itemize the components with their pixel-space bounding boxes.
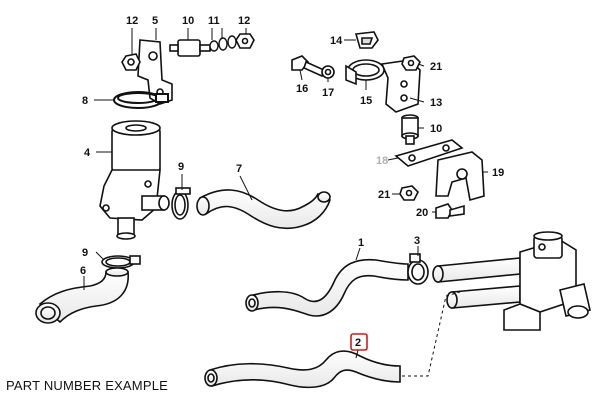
nut-part-21-lower [399,185,419,201]
label-part-20: 20 [416,207,428,219]
valve-part-10-top [169,39,211,57]
label-part-12-right: 12 [238,15,250,27]
clamp-part-9-upper [171,187,191,220]
label-part-16: 16 [296,83,308,95]
pump-part-4 [99,120,170,240]
nut-part-21-upper [401,55,421,71]
clamp-part-8 [113,91,169,109]
bracket-part-15 [345,59,421,113]
water-valve-assembly [503,231,591,331]
dashed-guide-line [402,291,461,377]
label-part-9-lower: 9 [82,247,88,259]
nut-part-12-left [121,53,141,71]
label-part-5: 5 [152,15,158,27]
bolt-part-16 [291,55,325,78]
label-part-7: 7 [236,163,242,175]
label-part-15: 15 [360,95,372,107]
label-part-2: 2 [355,337,361,349]
clip-part-14 [354,31,379,49]
bracket-part-19 [435,151,485,202]
label-part-12-left: 12 [126,15,138,27]
label-part-3: 3 [414,235,420,247]
label-part-18: 18 [376,155,388,167]
label-part-19: 19 [492,167,504,179]
label-part-9-upper: 9 [178,161,184,173]
highlight-box-part-2 [350,333,368,351]
label-part-1: 1 [358,237,364,249]
caption-part-number-example: PART NUMBER EXAMPLE [6,378,169,393]
nut-part-12-right [235,33,255,49]
mounting-plate-part-18 [394,139,464,167]
label-part-10-top: 10 [182,15,194,27]
valve-connecting-hoses [432,257,521,309]
label-part-21-lower: 21 [378,189,390,201]
label-part-10-right: 10 [430,123,442,135]
rubber-mount-part-10 [401,114,419,145]
hose-part-6 [35,267,129,324]
label-part-21-upper: 21 [430,61,442,73]
label-part-11: 11 [208,15,220,27]
washers-part-11 [209,35,237,52]
label-part-8: 8 [82,95,88,107]
clamp-part-3 [407,253,429,285]
hose-part-1 [245,258,409,317]
clamp-part-9-lower [101,255,141,269]
label-part-4: 4 [84,147,91,159]
label-part-14: 14 [330,35,343,47]
label-part-17: 17 [322,87,334,99]
bolt-part-20 [435,203,465,219]
hose-part-7 [196,189,331,230]
label-part-6: 6 [80,265,86,277]
leader-lines [83,28,488,359]
washer-part-17 [321,65,335,79]
hose-part-2 [204,350,401,389]
bracket-part-5 [137,39,173,105]
label-part-13: 13 [430,97,442,109]
